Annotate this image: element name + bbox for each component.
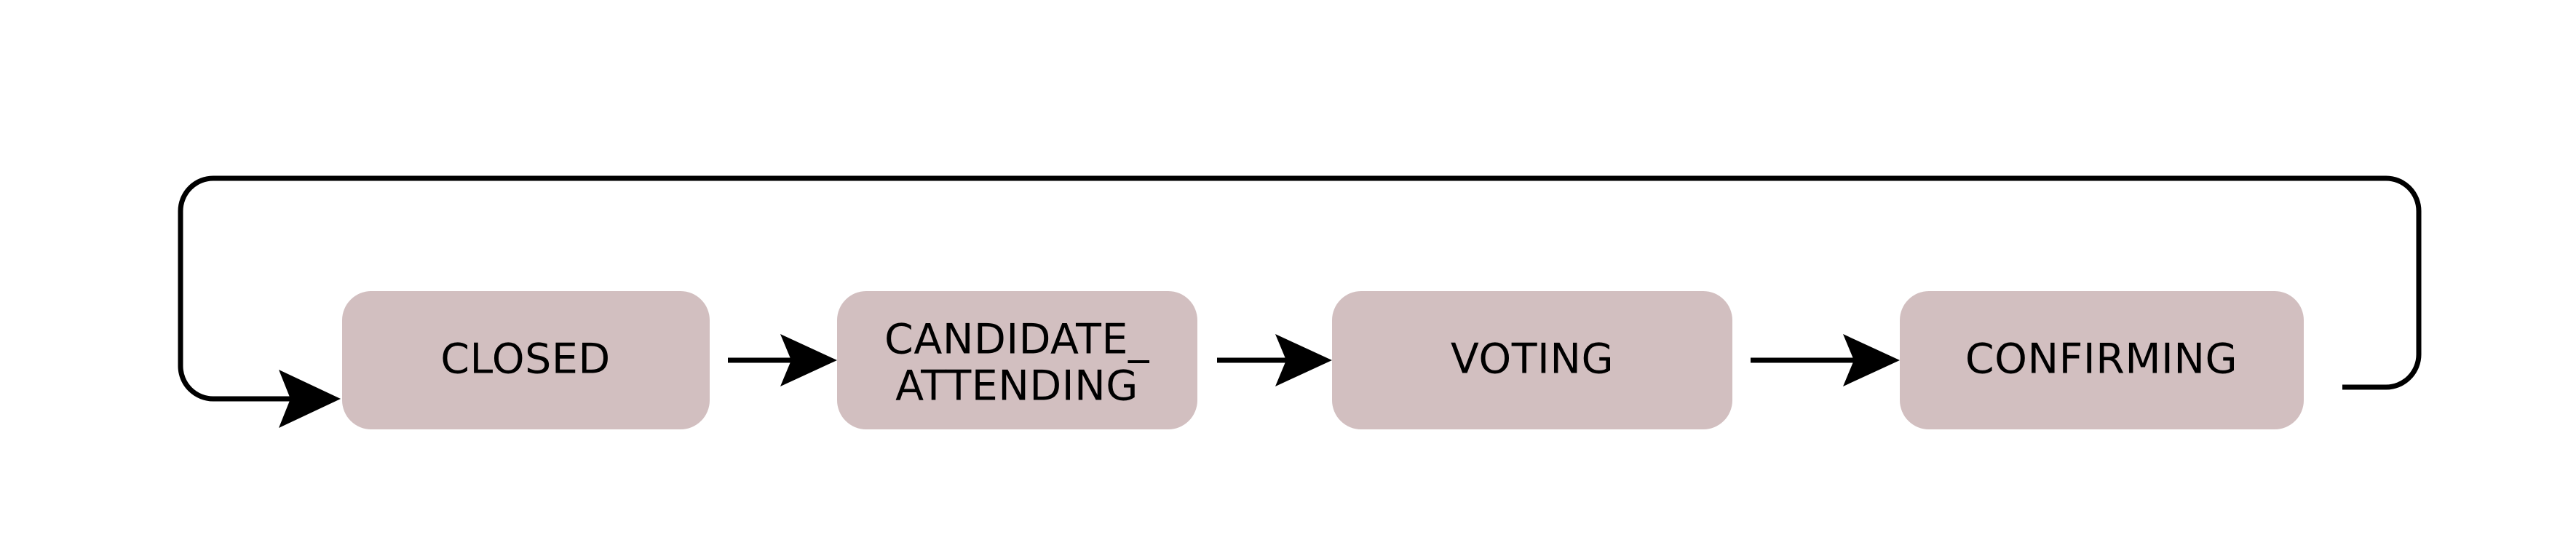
edge-closed-to-candidate-attending bbox=[728, 334, 837, 386]
state-node-voting-label: VOTING bbox=[1451, 335, 1614, 384]
state-node-closed-label: CLOSED bbox=[440, 335, 610, 384]
edge-voting-to-confirming bbox=[1751, 334, 1900, 386]
state-node-voting-box[interactable] bbox=[1332, 291, 1732, 429]
edge-candidate-attending-to-voting bbox=[1217, 334, 1332, 386]
state-node-confirming-label: CONFIRMING bbox=[1965, 335, 2238, 384]
state-node-candidate-attending-box[interactable] bbox=[837, 291, 1197, 429]
state-node-confirming[interactable]: CONFIRMING bbox=[1900, 291, 2304, 429]
state-node-candidate-attending-label-line2: ATTENDING bbox=[895, 362, 1138, 410]
edge-confirming-to-closed-path bbox=[178, 175, 2422, 402]
edge-voting-to-confirming-arrowhead bbox=[1843, 334, 1900, 386]
state-node-closed-box[interactable] bbox=[342, 291, 710, 429]
edge-candidate-attending-to-voting-arrowhead bbox=[1275, 334, 1332, 386]
state-node-candidate-attending[interactable]: CANDIDATE_ ATTENDING bbox=[837, 291, 1197, 429]
edge-closed-to-candidate-attending-arrowhead bbox=[780, 334, 837, 386]
edge-confirming-to-closed-arrowhead bbox=[279, 370, 341, 428]
edge-confirming-to-closed bbox=[178, 175, 2422, 428]
state-node-candidate-attending-label-line1: CANDIDATE_ bbox=[884, 316, 1150, 364]
state-node-confirming-box[interactable] bbox=[1900, 291, 2304, 429]
state-node-closed[interactable]: CLOSED bbox=[342, 291, 710, 429]
state-node-voting[interactable]: VOTING bbox=[1332, 291, 1732, 429]
